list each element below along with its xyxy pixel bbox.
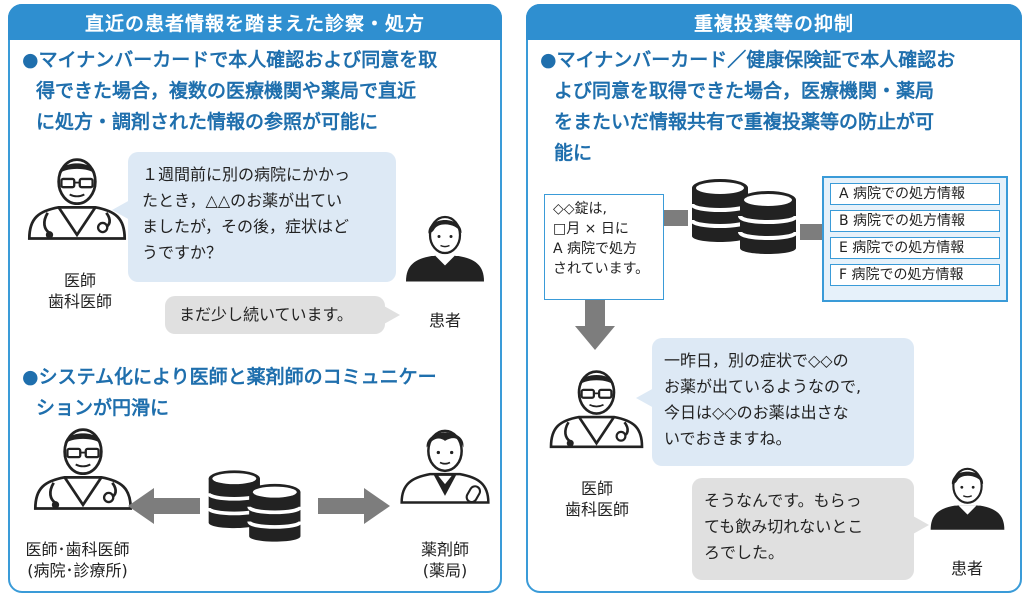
right-patient-figure: [929, 467, 1006, 531]
left-bullet-1: ●マイナンバーカードで本人確認および同意を取 得できた場合，複数の医療機関や薬局…: [22, 49, 438, 133]
right-hospital-list: A 病院での処方情報 B 病院での処方情報 E 病院での処方情報 F 病院での処…: [822, 176, 1008, 302]
right-database-icon: [690, 177, 798, 256]
hospital-item: A 病院での処方情報: [830, 183, 1000, 205]
left-patient-bubble-tail: [384, 306, 400, 324]
left-patient-figure: [404, 215, 486, 283]
left-doctor-speech-bubble: １週間前に別の病院にかかっ たとき，△△のお薬が出てい ましたが，その後，症状は…: [128, 152, 396, 282]
right-doctor-bubble-tail: [636, 388, 654, 408]
left-pharmacist-figure: [400, 429, 490, 506]
right-patient-label: 患者: [950, 559, 983, 578]
right-arrow-down: [575, 300, 615, 350]
right-patient-bubble-tail: [913, 516, 929, 534]
left-doctor2-label: 医師･歯科医師 (病院･診療所): [25, 540, 130, 580]
right-bullet-1: ●マイナンバーカード／健康保険証で本人確認お よび同意を取得できた場合，医療機関…: [540, 49, 956, 164]
left-patient-speech-bubble: まだ少し続いています。: [165, 296, 385, 334]
right-doctor-figure: [549, 370, 644, 449]
right-prescription-info-box: ◇◇錠は, □月 × 日に A 病院で処方 されています。: [544, 194, 664, 300]
hospital-item: F 病院での処方情報: [830, 264, 1000, 286]
right-connector-left: [664, 210, 688, 226]
left-panel-title: 直近の患者情報を踏まえた診察・処方: [8, 4, 502, 40]
left-doctor-label: 医師 歯科医師: [47, 271, 112, 311]
left-database-icon: [206, 468, 303, 544]
left-doctor2-figure: [33, 428, 133, 510]
left-doctor-bubble-tail: [112, 200, 130, 220]
right-patient-speech-bubble: そうなんです。もらっ ても飲み切れないとこ ろでした。: [692, 478, 914, 580]
right-doctor-speech-bubble: 一昨日，別の症状で◇◇の お薬が出ているようなので, 今日は◇◇のお薬は出さな …: [652, 338, 914, 466]
left-bullet-2: ●システム化により医師と薬剤師のコミュニケー ションが円滑に: [22, 366, 437, 419]
left-arrow-left: [128, 488, 200, 524]
hospital-item: E 病院での処方情報: [830, 237, 1000, 259]
right-connector-right: [800, 224, 824, 240]
left-patient-label: 患者: [428, 311, 461, 330]
left-pharmacist-label: 薬剤師 (薬局): [420, 540, 469, 580]
left-arrow-right: [318, 488, 390, 524]
right-panel-title: 重複投薬等の抑制: [526, 4, 1022, 40]
hospital-item: B 病院での処方情報: [830, 210, 1000, 232]
right-doctor-label: 医師 歯科医師: [564, 479, 629, 519]
